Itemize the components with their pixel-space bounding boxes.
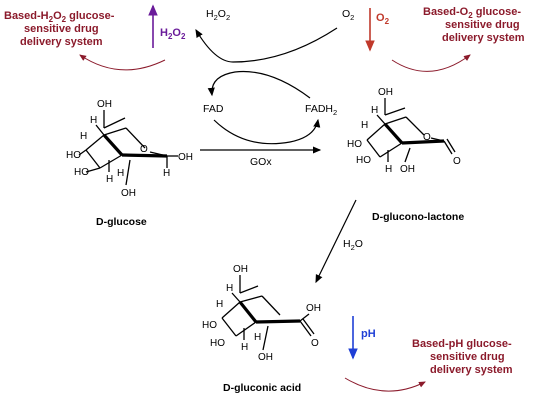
- d-glucono-lactone-structure: OH H O HO H HO H OH O: [347, 87, 461, 175]
- h2o2-system-label-line2: sensitive drug: [24, 23, 99, 35]
- acid-ho-bottom: HO: [210, 338, 225, 349]
- h2o2-system-label-line1: Based-H2O2 glucose-: [4, 10, 115, 24]
- glucose-oh-right: OH: [178, 152, 193, 163]
- acid-ho-left: HO: [202, 320, 217, 331]
- ph-system-label-line1: Based-pH glucose-: [412, 338, 512, 350]
- acid-h1: H: [226, 283, 233, 294]
- h2o2-to-system-arrow: [79, 54, 166, 71]
- acid-carboxyl-oh: OH: [306, 303, 321, 314]
- h2o2-arrow-label: H2O2: [160, 27, 186, 41]
- d-gluconic-acid-structure: OH H HO H HO H H OH OH O: [202, 264, 321, 363]
- ph-system-label-line2: sensitive drug: [430, 351, 505, 363]
- lactone-ho-left: HO: [347, 139, 362, 150]
- glucose-ho-bottom: HO: [74, 167, 89, 178]
- o2-system-label-line3: delivery system: [442, 32, 525, 44]
- glucose-h5: H: [163, 168, 170, 179]
- acid-h3: H: [241, 342, 248, 353]
- acid-h4: H: [254, 332, 261, 343]
- lactone-h2: H: [361, 120, 368, 131]
- o2-system-label-line1: Based-O2 glucose-: [423, 6, 521, 20]
- lactone-oh-top: OH: [378, 87, 393, 98]
- glucose-oh-bottom: OH: [121, 188, 136, 199]
- lactone-oh-bottom: OH: [400, 164, 415, 175]
- ph-arrow-label: pH: [361, 328, 376, 340]
- h2o-label: H2O: [343, 238, 363, 252]
- o2-arrow-label: O2: [376, 12, 390, 26]
- d-glucose-structure: OH H O HO H HO H H OH H OH: [66, 99, 193, 199]
- glucose-ring-o: O: [140, 144, 148, 155]
- glucose-h2: H: [80, 131, 87, 142]
- o2-system-label-line2: sensitive drug: [445, 19, 520, 31]
- lactone-carbonyl-o: O: [453, 156, 461, 167]
- h2o2-system-label-line3: delivery system: [20, 36, 103, 48]
- gox-label: GOx: [250, 156, 272, 168]
- o2-label: O2: [342, 8, 354, 22]
- glucose-ho-left: HO: [66, 150, 81, 161]
- fadh2-to-fad-arc: [207, 70, 311, 99]
- d-glucono-lactone-label: D-glucono-lactone: [372, 211, 464, 223]
- d-gluconic-acid-label: D-gluconic acid: [223, 382, 301, 394]
- fad-label: FAD: [203, 103, 224, 115]
- hydrolysis-arrow: [315, 199, 357, 284]
- glucose-h3: H: [106, 174, 113, 185]
- ph-system-label-line3: delivery system: [430, 364, 513, 376]
- lactone-h1: H: [371, 105, 378, 116]
- ph-to-system-arrow: [344, 377, 426, 392]
- h2o2-label: H2O2: [206, 8, 230, 22]
- fad-to-fadh2-arc: [213, 118, 321, 145]
- lactone-ho-bottom: HO: [356, 155, 371, 166]
- acid-carbonyl-o: O: [311, 338, 319, 349]
- d-glucose-label: D-glucose: [96, 216, 147, 228]
- glucose-oh-top: OH: [97, 99, 112, 110]
- acid-oh-top: OH: [233, 264, 248, 275]
- lactone-h3: H: [385, 164, 392, 175]
- glucose-h4: H: [117, 168, 124, 179]
- lactone-ring-o: O: [423, 132, 431, 143]
- acid-oh-bottom: OH: [258, 352, 273, 363]
- glucose-h1: H: [90, 115, 97, 126]
- fadh2-label: FADH2: [305, 103, 337, 117]
- acid-h2: H: [216, 299, 223, 310]
- o2-to-system-arrow: [391, 54, 471, 72]
- o2-to-h2o2-arc: [195, 27, 338, 63]
